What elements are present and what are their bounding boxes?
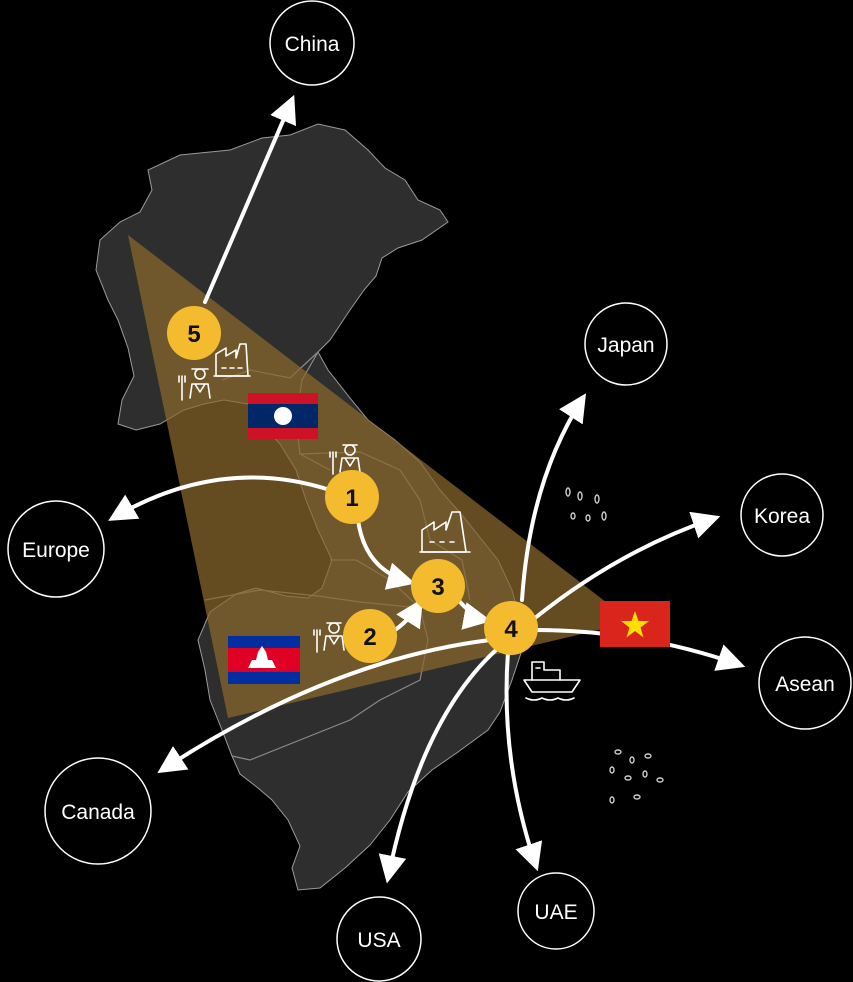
destination-japan: Japan [584,302,668,386]
arrow-to-china [203,94,296,304]
farmer-icon [313,622,345,653]
node-5: 5 [167,306,221,360]
destination-korea: Korea [740,473,824,557]
node-label: 3 [431,574,444,601]
sourcing-zone [128,235,632,718]
destination-usa: USA [336,896,422,982]
destination-china: China [269,0,355,86]
destination-label: USA [357,929,400,952]
laos-flag [248,393,318,439]
arrow-to-europe [108,475,332,521]
factory-icon [213,343,251,377]
farmer-icon [329,444,361,475]
node-label: 4 [504,616,518,643]
arrow-to-japan [520,393,587,602]
destination-label: Canada [61,801,135,824]
vietnam-flag [600,601,670,647]
arrow-1-to-3 [356,518,416,590]
arrow-to-canada [157,638,492,774]
node-label: 2 [363,624,376,651]
arrow-to-korea [533,511,721,620]
destination-label: UAE [534,901,577,924]
node-label: 5 [187,321,200,348]
cambodia-flag [228,636,300,684]
node-2: 2 [343,609,397,663]
factory-icon [419,511,471,553]
destination-uae: UAE [517,872,595,950]
destination-asean: Asean [758,636,852,730]
rice-grains-icon [565,487,664,804]
destination-label: China [285,33,340,56]
arrow-to-usa [378,648,498,884]
arrow-to-uae [504,650,543,872]
cargo-ship-icon [523,661,581,701]
node-label: 1 [345,485,358,512]
destination-label: Asean [775,673,835,696]
arrow-3-to-4 [458,600,492,630]
destination-label: Europe [22,539,90,562]
destination-label: Korea [754,505,810,528]
node-3: 3 [411,559,465,613]
destination-canada: Canada [44,757,152,865]
node-4: 4 [484,601,538,655]
farmer-icon [178,368,211,401]
destination-europe: Europe [7,500,105,598]
destination-label: Japan [597,334,654,357]
node-1: 1 [325,470,379,524]
